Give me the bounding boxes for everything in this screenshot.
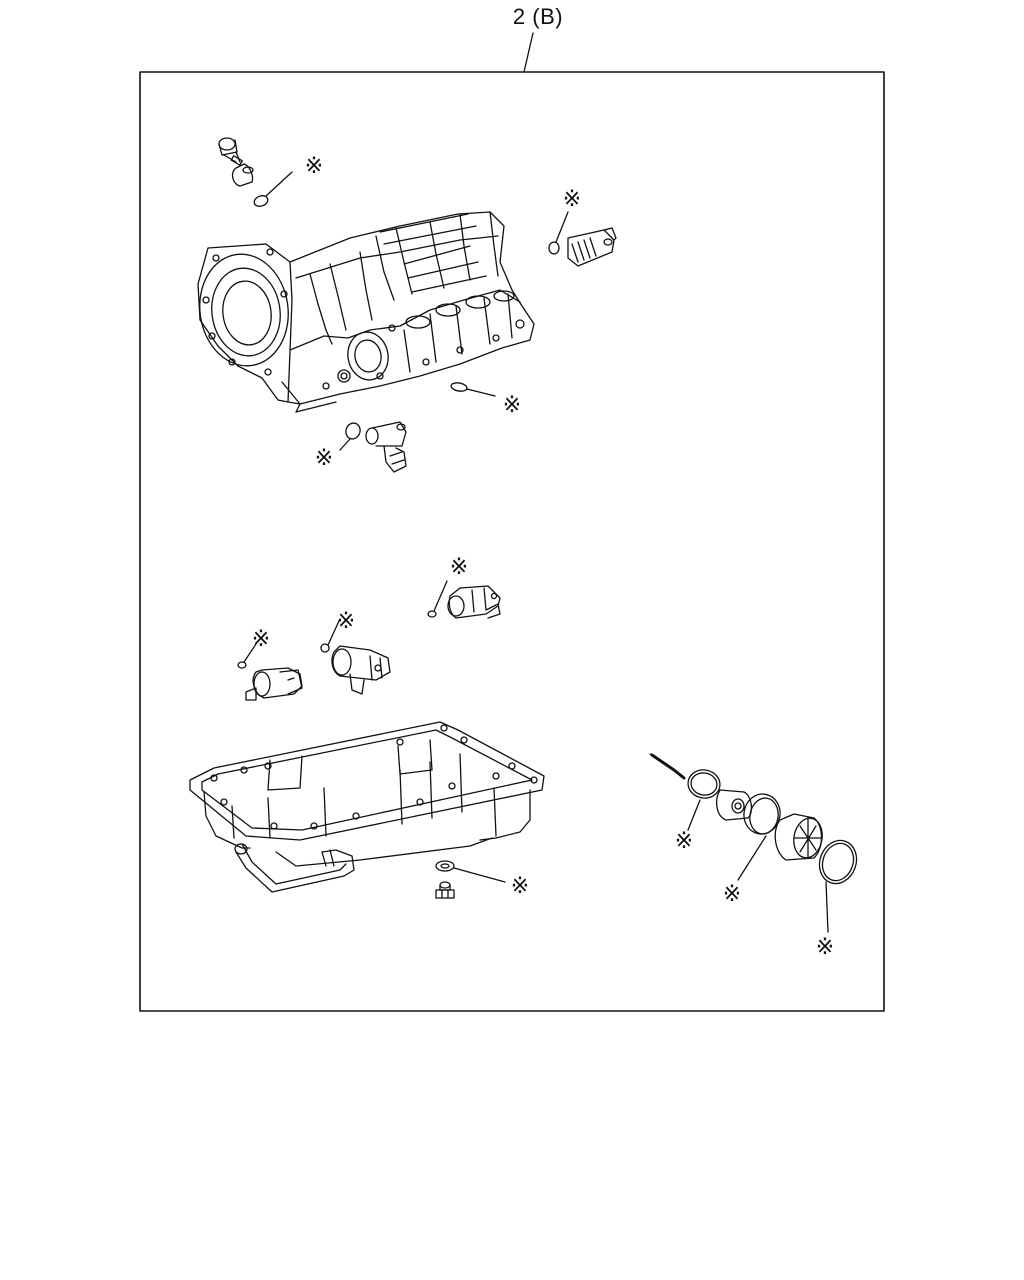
kit-marker-2: ※ <box>563 187 581 212</box>
oring-1 <box>253 171 293 207</box>
solenoid-1-part <box>427 580 501 619</box>
sensor-lower-part <box>365 421 407 473</box>
kit-marker-9: ※ <box>675 829 693 854</box>
banjo-bolt-part <box>218 137 254 187</box>
solenoid-2-part <box>237 643 303 701</box>
kit-marker-5: ※ <box>450 555 468 580</box>
kit-marker-1: ※ <box>305 154 323 179</box>
kit-frame <box>139 71 885 1012</box>
drain-gasket <box>435 860 506 883</box>
callout-leader-line <box>523 32 534 73</box>
speed-sensor-part <box>548 211 617 267</box>
kit-marker-4: ※ <box>315 446 333 471</box>
kit-marker-11: ※ <box>816 935 834 960</box>
drain-plug-part <box>435 881 455 899</box>
filter-assembly <box>649 753 858 933</box>
kit-marker-7: ※ <box>252 627 270 652</box>
kit-marker-8: ※ <box>511 874 529 899</box>
oil-pan <box>189 721 545 893</box>
kit-marker-10: ※ <box>723 882 741 907</box>
assembly-callout-label: 2 (B) <box>512 4 564 29</box>
kit-marker-3: ※ <box>503 393 521 418</box>
oring-3 <box>339 422 361 451</box>
solenoid-3-part <box>320 620 391 695</box>
kit-marker-6: ※ <box>337 609 355 634</box>
oring-2 <box>450 382 496 397</box>
transmission-case <box>197 211 535 413</box>
